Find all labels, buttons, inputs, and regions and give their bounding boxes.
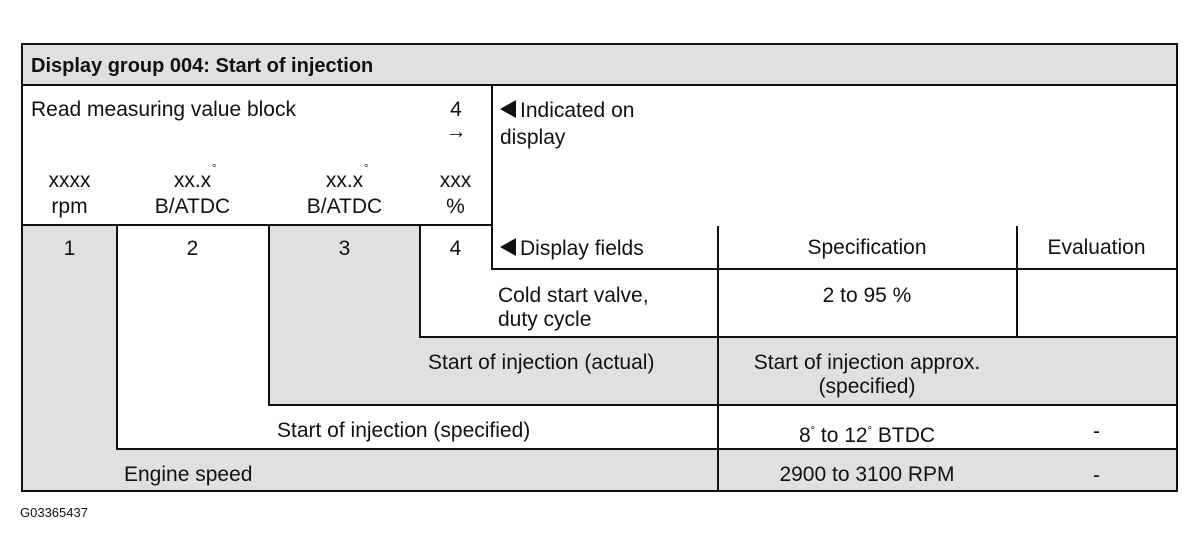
spec-value-high: to 12 bbox=[820, 424, 868, 447]
row-actual-fill bbox=[420, 337, 1178, 406]
display-fields-label: Display fields bbox=[520, 237, 644, 260]
field-number-2: 2 bbox=[186, 237, 199, 260]
degree-symbol: ° bbox=[810, 425, 816, 437]
row-engine-speed-spec: 2900 to 3100 RPM bbox=[779, 463, 955, 486]
row-cold-start-spec: 2 to 95 % bbox=[822, 284, 912, 307]
degree-symbol: ° bbox=[867, 425, 873, 437]
triangle-pointer-icon bbox=[500, 100, 516, 118]
block-number: 4 bbox=[450, 98, 462, 121]
degree-symbol: ° bbox=[212, 163, 217, 175]
field-number-3: 3 bbox=[338, 237, 351, 260]
row-actual-spec-line2: (specified) bbox=[818, 375, 916, 398]
indicated-label-line2: display bbox=[500, 126, 566, 149]
column-1-fill bbox=[22, 226, 117, 492]
unit-angle-top: xx.x bbox=[173, 169, 212, 192]
column-3-fill bbox=[269, 226, 420, 406]
header-evaluation: Evaluation bbox=[1047, 236, 1146, 259]
header-display-fields: Display fields bbox=[500, 236, 644, 261]
read-block-label: Read measuring value block bbox=[31, 98, 296, 121]
degree-symbol: ° bbox=[364, 163, 369, 175]
table-title: Display group 004: Start of injection bbox=[31, 55, 374, 77]
unit-percent-bottom: % bbox=[446, 195, 465, 218]
row-engine-speed-eval: - bbox=[1093, 464, 1100, 487]
row-specified-field: Start of injection (specified) bbox=[277, 419, 531, 442]
row-cold-start-field: Cold start valve, bbox=[498, 284, 649, 307]
figure-id: G03365437 bbox=[20, 505, 88, 520]
unit-angle2-bottom: B/ATDC bbox=[306, 195, 383, 218]
title-bar bbox=[22, 44, 1178, 86]
row-specified-eval: - bbox=[1093, 420, 1100, 443]
field-number-4: 4 bbox=[449, 237, 462, 260]
field-number-1: 1 bbox=[63, 237, 76, 260]
indicated-label: Indicated on bbox=[520, 99, 635, 122]
spec-value-low: 8 bbox=[798, 424, 811, 447]
row-engine-speed-field: Engine speed bbox=[124, 463, 253, 486]
header-specification: Specification bbox=[807, 236, 927, 259]
row-actual-field: Start of injection (actual) bbox=[428, 351, 655, 374]
unit-rpm-bottom: rpm bbox=[51, 195, 88, 218]
triangle-pointer-icon bbox=[500, 238, 516, 256]
indicated-on-display: Indicated on bbox=[500, 98, 634, 123]
row-cold-start-field-line2: duty cycle bbox=[498, 308, 592, 331]
row-engine-speed-fill bbox=[117, 449, 1178, 492]
row-actual-spec: Start of injection approx. bbox=[753, 351, 981, 374]
unit-angle2-top: xx.x bbox=[325, 169, 364, 192]
row-specified-spec: 8° to 12° BTDC bbox=[718, 419, 1016, 448]
unit-rpm-top: xxxx bbox=[48, 169, 91, 192]
spec-unit: BTDC bbox=[877, 424, 936, 447]
unit-angle-bottom: B/ATDC bbox=[154, 195, 231, 218]
arrow-right-icon: → bbox=[445, 120, 467, 143]
unit-percent-top: xxx bbox=[439, 169, 472, 192]
